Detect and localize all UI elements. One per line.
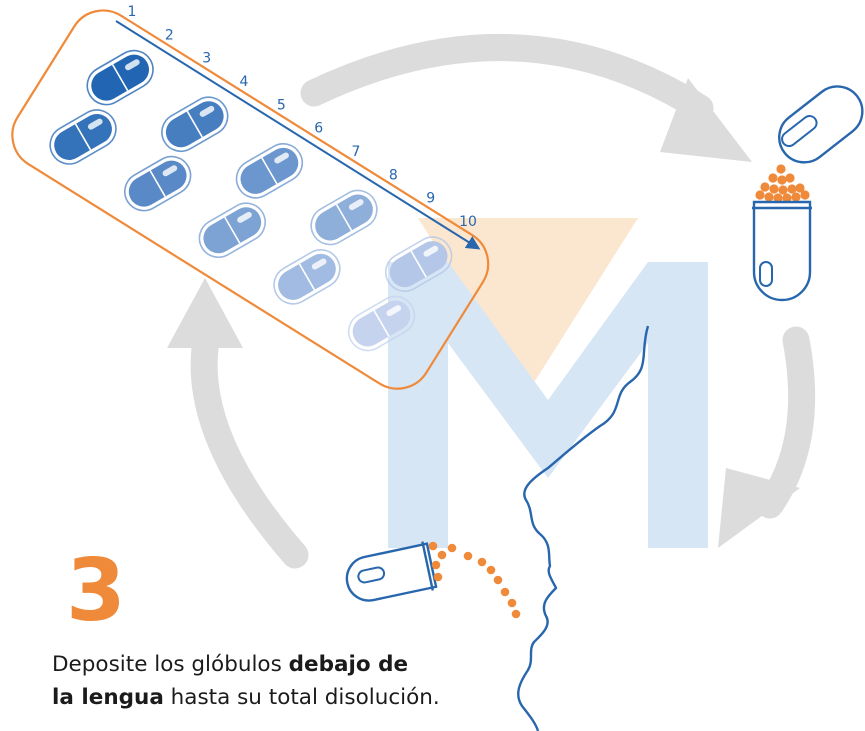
dose-tick-10: 10 xyxy=(459,214,477,230)
dose-scale: 1 2 3 4 5 6 7 8 9 10 xyxy=(115,4,481,250)
dose-tick-9: 9 xyxy=(426,191,435,207)
instruction-bold-2: la lengua xyxy=(52,685,164,710)
capsule xyxy=(310,189,378,246)
dose-tick-8: 8 xyxy=(389,167,398,183)
cycle-arrowheads xyxy=(167,78,800,548)
falling-globules xyxy=(428,541,521,619)
vial-pouring-icon xyxy=(345,541,521,619)
step-number: 3 xyxy=(66,541,126,641)
dose-tick-3: 3 xyxy=(202,51,211,67)
capsule xyxy=(198,202,266,259)
dose-tick-4: 4 xyxy=(240,74,249,90)
instruction-text: Deposite los glóbulos debajo de la lengua… xyxy=(52,648,522,714)
globules-pile xyxy=(755,164,810,203)
capsule xyxy=(235,143,304,199)
capsule xyxy=(49,109,117,165)
capsule xyxy=(161,96,229,153)
dose-ticks: 1 2 3 4 5 6 7 8 9 10 xyxy=(128,4,477,230)
capsule-blister-icon xyxy=(11,9,490,390)
vial-cap-icon xyxy=(778,85,864,164)
capsule xyxy=(86,49,154,106)
capsules-group xyxy=(49,49,453,352)
capsule xyxy=(347,295,416,352)
capsule xyxy=(124,155,192,212)
dose-tick-1: 1 xyxy=(128,4,137,20)
capsule xyxy=(273,249,341,305)
instruction-part-1: Deposite los glóbulos xyxy=(52,652,289,677)
instruction-bold-1: debajo de xyxy=(288,652,409,677)
dose-tick-5: 5 xyxy=(277,97,286,113)
face-profile-icon xyxy=(517,325,650,731)
dose-scale-arrow xyxy=(115,20,481,250)
blister-outline xyxy=(11,9,490,390)
instruction-part-2: hasta su total disolución. xyxy=(163,685,440,710)
dose-tick-6: 6 xyxy=(314,121,323,137)
capsule xyxy=(384,236,453,292)
vial-globules-icon xyxy=(752,164,812,302)
watermark-logo-icon xyxy=(388,218,708,548)
dose-tick-2: 2 xyxy=(165,27,174,43)
dose-tick-7: 7 xyxy=(352,144,361,160)
